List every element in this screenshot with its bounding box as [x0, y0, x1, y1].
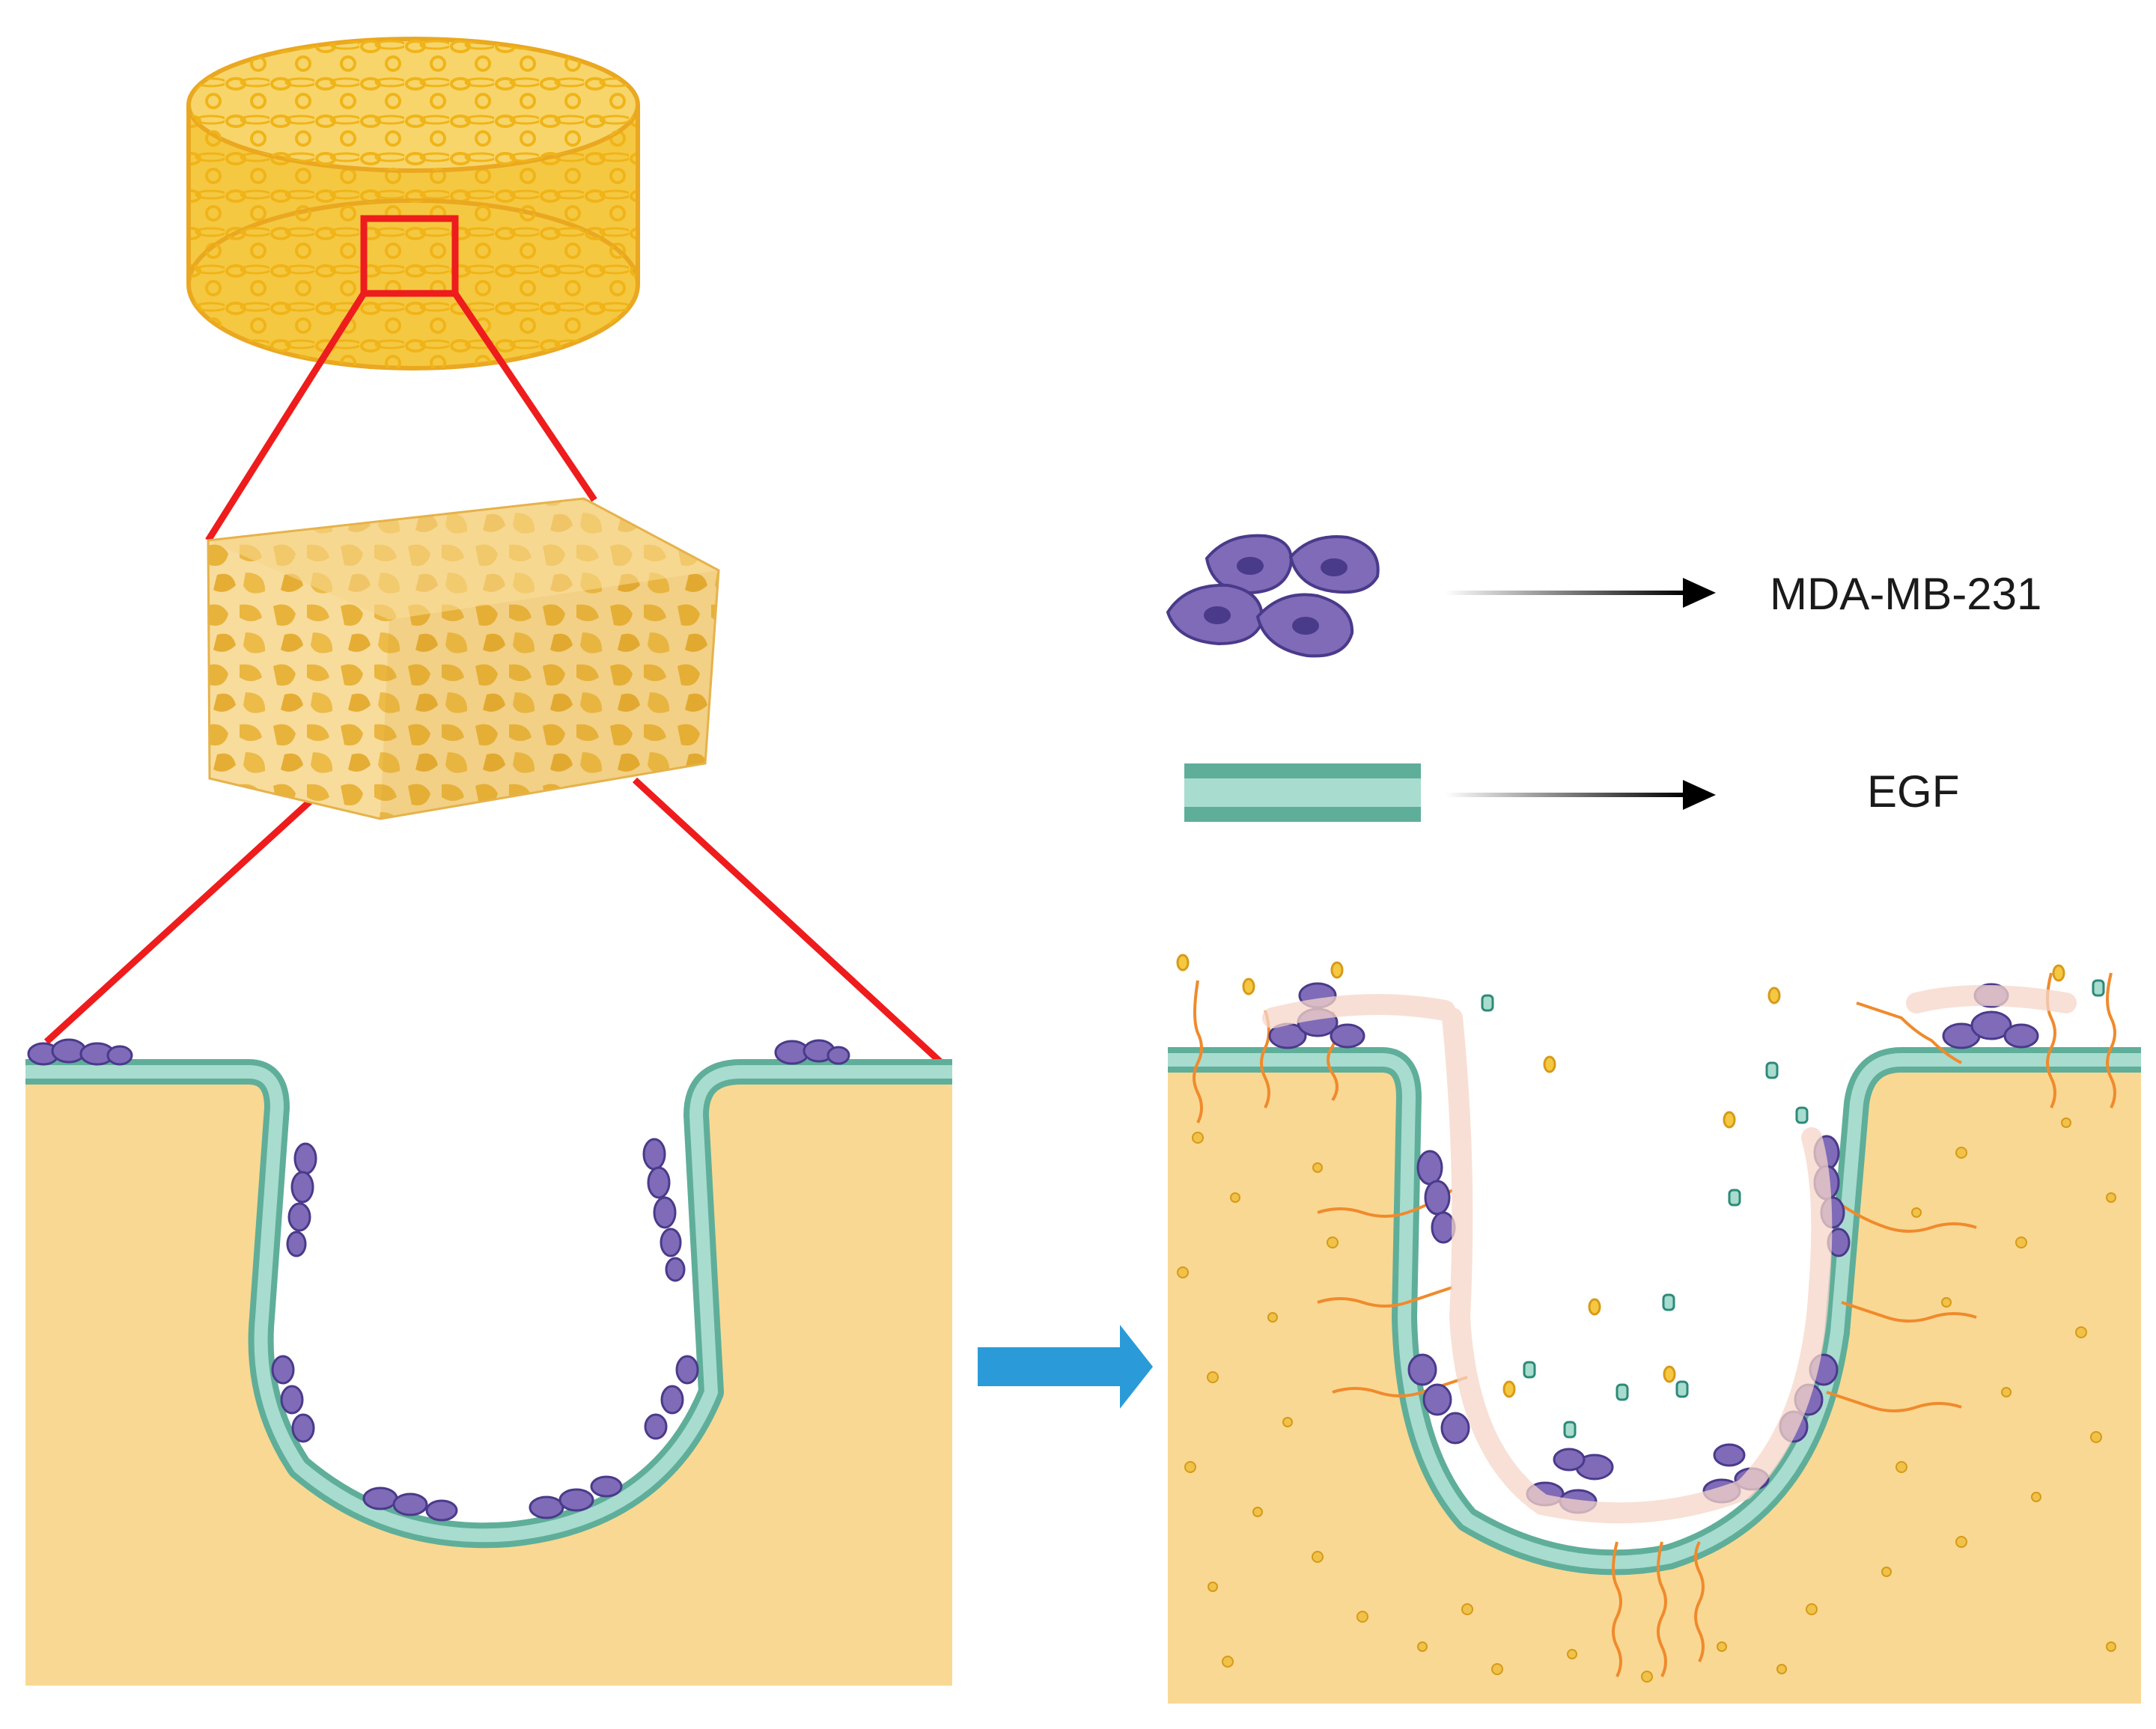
matrix-particles [1177, 1117, 2116, 1683]
right-cross-section [1168, 1047, 2141, 1704]
scaffold-block [207, 497, 720, 820]
zoom-box [360, 215, 459, 297]
legend-item-egf: EGF [1184, 763, 1959, 822]
legend: MDA-MB-231 EGF [1166, 534, 2041, 822]
zoom-lines [43, 291, 948, 1069]
fiber-strands [1262, 985, 2077, 1524]
legend-label-mda-mb-231: MDA-MB-231 [1770, 569, 2041, 619]
legend-arrow-head [1683, 780, 1716, 810]
membrane-strip-icon [1184, 763, 1421, 822]
left-cross-section [25, 1059, 952, 1686]
legend-arrow-head [1683, 578, 1716, 608]
legend-arrow-shaft [1445, 591, 1684, 595]
legend-item-mda-mb-231: MDA-MB-231 [1166, 534, 2041, 658]
released-egf [1176, 954, 2105, 1439]
cell-cluster-icon [1166, 534, 1380, 658]
legend-arrow-shaft [1445, 793, 1684, 797]
scaffold-cylinder [186, 37, 640, 370]
blue-arrow [978, 1325, 1153, 1409]
cells-left [27, 1038, 850, 1522]
legend-label-egf: EGF [1867, 766, 1959, 817]
